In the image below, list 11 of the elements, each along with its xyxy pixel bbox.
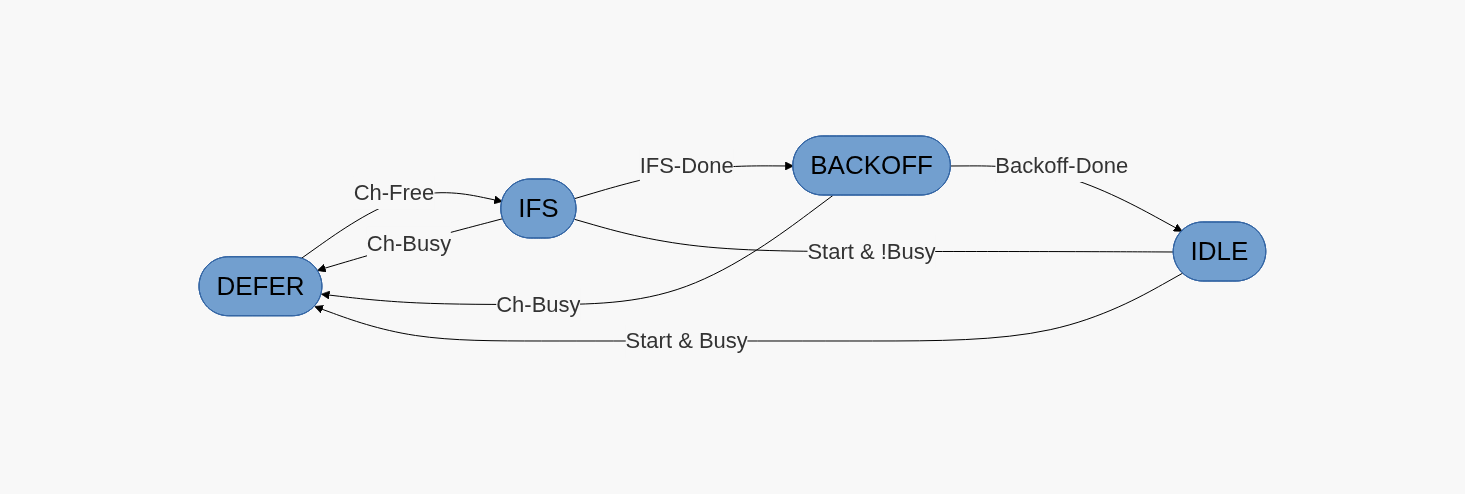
edge-label: Start & Busy xyxy=(625,328,748,354)
edge-label: Ch-Free xyxy=(353,180,435,206)
edge-label: Backoff-Done xyxy=(995,153,1129,179)
edge-label: Ch-Busy xyxy=(366,230,452,256)
edge-label: Ch-Busy xyxy=(496,292,581,318)
edge-label: IFS-Done xyxy=(639,153,734,179)
arrow xyxy=(321,195,834,306)
arrow xyxy=(314,272,1184,342)
edge-label: Start & !Busy xyxy=(807,239,936,265)
arrow xyxy=(300,192,503,260)
arrow xyxy=(317,218,504,273)
